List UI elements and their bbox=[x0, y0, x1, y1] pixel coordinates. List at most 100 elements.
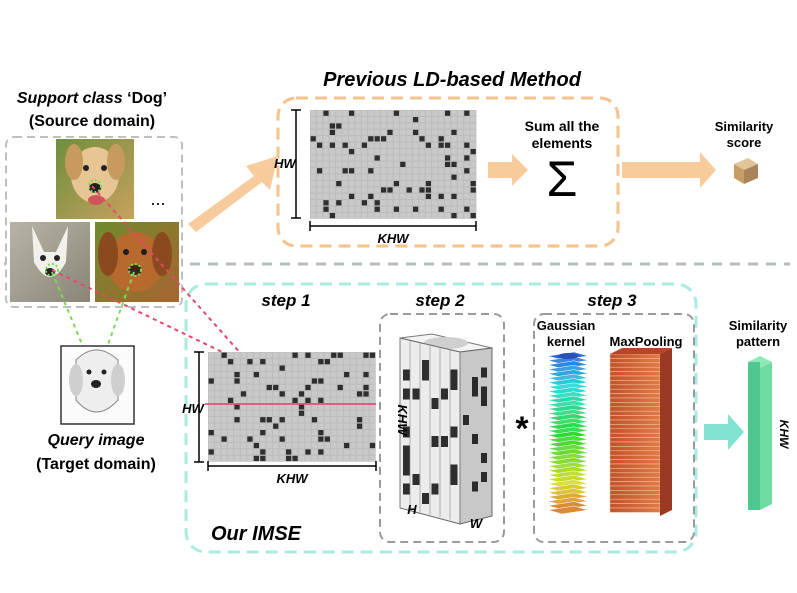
imse-matrix-cell bbox=[234, 404, 240, 410]
previous-matrix-cell bbox=[457, 117, 463, 123]
previous-matrix-cell bbox=[310, 200, 316, 206]
imse-matrix-cell bbox=[350, 352, 356, 358]
imse-matrix-cell bbox=[311, 391, 318, 397]
imse-matrix-cell bbox=[227, 371, 234, 378]
imse-matrix-cell bbox=[234, 391, 240, 397]
imse-matrix-cell bbox=[208, 359, 214, 365]
imse-box bbox=[184, 282, 698, 554]
imse-matrix-cell bbox=[240, 449, 247, 455]
cube-side-dark-cell bbox=[472, 386, 478, 397]
imse-matrix-cell bbox=[331, 359, 337, 365]
previous-matrix-cell bbox=[464, 155, 470, 161]
previous-matrix-cell bbox=[381, 181, 387, 187]
imse-matrix-cell bbox=[305, 384, 311, 391]
imse-matrix-hw-label: HW bbox=[182, 401, 205, 416]
imse-matrix-cell bbox=[324, 391, 330, 397]
previous-matrix-cell bbox=[457, 149, 463, 155]
previous-matrix-cell bbox=[432, 200, 438, 206]
imse-matrix-cell bbox=[247, 430, 253, 436]
previous-matrix-cell bbox=[425, 187, 431, 193]
imse-matrix-cell bbox=[266, 455, 272, 462]
arrow-to-similarity-score bbox=[622, 152, 716, 188]
imse-matrix-cell bbox=[311, 397, 318, 403]
imse-matrix-cell bbox=[260, 455, 266, 462]
previous-matrix-cell bbox=[317, 149, 323, 155]
maxpooling-slice bbox=[609, 380, 661, 386]
previous-matrix-cell bbox=[425, 123, 431, 129]
imse-matrix-cell bbox=[298, 365, 305, 371]
imse-matrix-cell bbox=[215, 371, 221, 378]
cube-dark-cell bbox=[431, 483, 439, 495]
imse-matrix-cell bbox=[311, 378, 318, 384]
imse-matrix-cell bbox=[247, 378, 253, 384]
previous-matrix-cell bbox=[419, 136, 425, 142]
imse-matrix-cell bbox=[305, 430, 311, 436]
imse-matrix-cell bbox=[286, 391, 292, 397]
imse-matrix-cell bbox=[273, 410, 279, 416]
imse-matrix-cell bbox=[298, 436, 305, 442]
previous-matrix-cell bbox=[349, 168, 355, 174]
gaussian-slice bbox=[547, 466, 589, 475]
gaussian-slice bbox=[547, 382, 589, 392]
imse-matrix-cell bbox=[260, 378, 266, 384]
imse-matrix-cell bbox=[298, 423, 305, 429]
imse-matrix-cell bbox=[234, 371, 240, 378]
gaussian-slice bbox=[547, 457, 589, 466]
previous-matrix-cell bbox=[329, 181, 335, 187]
previous-matrix-cell bbox=[323, 181, 329, 187]
maxpooling-slice bbox=[609, 472, 661, 478]
imse-matrix-cell bbox=[253, 384, 259, 391]
previous-matrix-cell bbox=[400, 117, 406, 123]
imse-matrix-cell bbox=[247, 397, 253, 403]
previous-matrix-cell bbox=[400, 136, 406, 142]
imse-matrix-cell bbox=[273, 455, 279, 462]
gaussian-slice bbox=[547, 422, 589, 431]
imse-matrix-cell bbox=[221, 417, 227, 423]
maxpooling-stack bbox=[609, 348, 672, 516]
imse-matrix-cell bbox=[215, 378, 221, 384]
imse-matrix-cell bbox=[266, 391, 272, 397]
previous-matrix-cell bbox=[387, 129, 393, 135]
cube-dark-cell bbox=[412, 388, 420, 400]
maxpooling-slice bbox=[609, 397, 661, 403]
previous-matrix-cell bbox=[342, 149, 348, 155]
imse-matrix-cell bbox=[363, 455, 369, 462]
imse-matrix-cell bbox=[227, 391, 234, 397]
previous-matrix-cell bbox=[368, 174, 374, 180]
previous-matrix-cell bbox=[349, 187, 355, 193]
previous-matrix-cell bbox=[464, 213, 470, 219]
imse-matrix-cell bbox=[324, 442, 330, 449]
imse-matrix-cell bbox=[234, 378, 240, 384]
previous-matrix-cell bbox=[387, 149, 393, 155]
imse-matrix-cell bbox=[369, 442, 376, 449]
previous-matrix-cell bbox=[361, 200, 367, 206]
imse-matrix-cell bbox=[337, 378, 343, 384]
imse-matrix-cell bbox=[318, 404, 324, 410]
previous-matrix-cell bbox=[406, 193, 412, 199]
previous-matrix-cell bbox=[317, 123, 323, 129]
imse-matrix-cell bbox=[324, 404, 330, 410]
sum-label-line2: elements bbox=[532, 135, 593, 151]
arrow-to-sum bbox=[488, 154, 528, 186]
imse-matrix-cell bbox=[298, 352, 305, 358]
imse-matrix-cell bbox=[305, 371, 311, 378]
imse-matrix-cell bbox=[324, 436, 330, 442]
previous-matrix-cell bbox=[438, 110, 444, 116]
imse-matrix-cell bbox=[369, 417, 376, 423]
previous-matrix-cell bbox=[323, 200, 329, 206]
imse-matrix-cell bbox=[324, 359, 330, 365]
imse-matrix-cell bbox=[215, 410, 221, 416]
previous-matrix-cell bbox=[355, 110, 361, 116]
imse-matrix-cell bbox=[234, 430, 240, 436]
previous-matrix-cell bbox=[438, 174, 444, 180]
imse-matrix-cell bbox=[298, 449, 305, 455]
imse-matrix-cell bbox=[260, 397, 266, 403]
imse-matrix-cell bbox=[260, 371, 266, 378]
gaussian-slice bbox=[547, 364, 589, 374]
imse-matrix-cell bbox=[253, 397, 259, 403]
imse-matrix-cell bbox=[305, 391, 311, 397]
imse-matrix-cell bbox=[247, 371, 253, 378]
previous-matrix-cell bbox=[361, 142, 367, 148]
previous-matrix-cell bbox=[361, 136, 367, 142]
previous-matrix-cell bbox=[355, 123, 361, 129]
